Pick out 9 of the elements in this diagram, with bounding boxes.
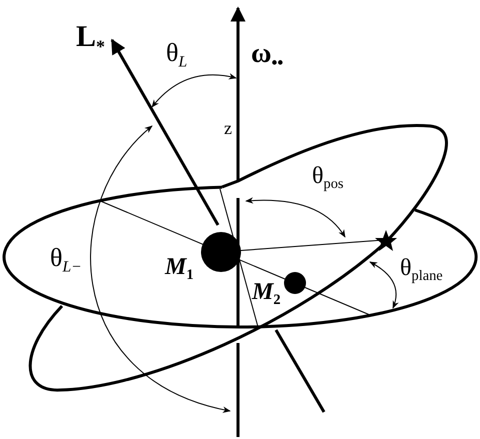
vector-label: L$_{*}$ [76,22,106,56]
angle-label: θ$_{plane}$ [400,256,443,284]
angle-label: θ$_{L}$ [166,40,188,70]
axis-label: z [224,119,232,137]
angle-label: θ$_{pos}$ [312,164,344,192]
axis-label: ω$_{••}$ [251,40,284,72]
mass-label: M$_{1}$ [165,255,194,282]
mass-label: M$_{2}$ [252,280,281,308]
angle-label: θ$_{L−}$ [50,245,82,276]
